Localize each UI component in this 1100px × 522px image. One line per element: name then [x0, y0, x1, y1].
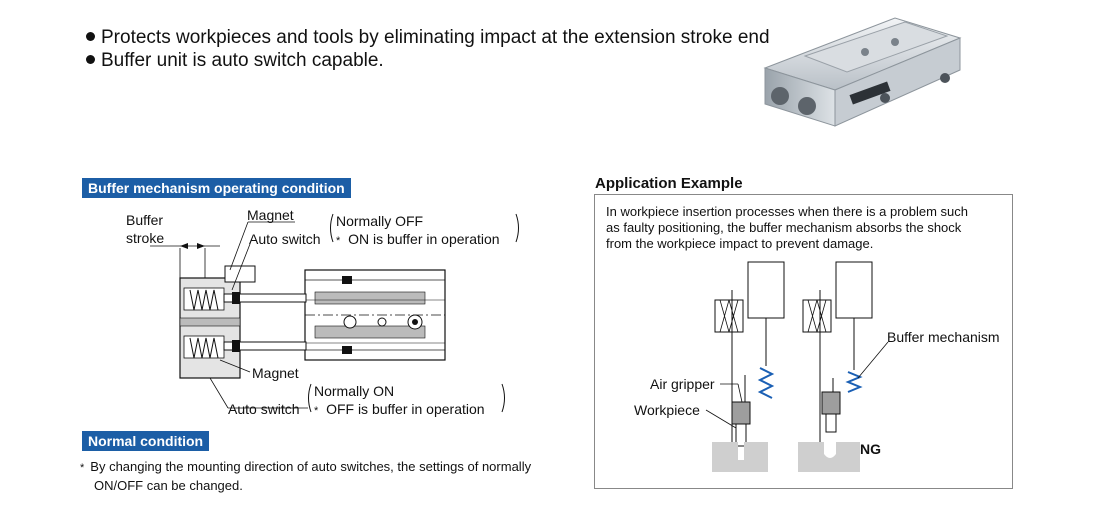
bullet-dot [86, 55, 95, 64]
workpiece-label: Workpiece [634, 402, 700, 418]
top-condition-line2: * ON is buffer in operation [336, 231, 500, 249]
ng-label: NG [860, 441, 881, 457]
application-text-line-1: In workpiece insertion processes when th… [606, 204, 969, 219]
magnet-label-bottom: Magnet [252, 365, 299, 381]
application-text-line-3: from the workpiece impact to prevent dam… [606, 236, 874, 251]
top-condition-text: ON is buffer in operation [348, 231, 500, 247]
bullet-dot [86, 32, 95, 41]
bottom-condition-text: OFF is buffer in operation [326, 401, 485, 417]
auto-switch-label-bottom: Auto switch [228, 401, 300, 417]
auto-switch-label-top: Auto switch [249, 231, 321, 247]
normal-condition-note: * By changing the mounting direction of a… [80, 458, 580, 494]
application-text-line-2: as faulty positioning, the buffer mechan… [606, 220, 962, 235]
buffer-stroke-label-1: Buffer [126, 212, 164, 228]
normal-section-title: Normal condition [82, 431, 210, 451]
buffer-mechanism-label: Buffer mechanism [887, 329, 1000, 345]
feature-text-1: Protects workpieces and tools by elimina… [101, 27, 770, 48]
asterisk-mark: * [314, 405, 319, 417]
buffer-stroke-label-2: stroke [126, 230, 165, 246]
asterisk-mark: * [336, 235, 341, 247]
feature-bullet-1: Protects workpieces and tools by elimina… [86, 26, 770, 50]
bottom-condition-line1: Normally ON [314, 383, 395, 399]
feature-bullet-2: Buffer unit is auto switch capable. [86, 49, 384, 73]
application-box [594, 194, 1013, 489]
application-description: In workpiece insertion processes when th… [606, 204, 1000, 252]
buffer-section-title: Buffer mechanism operating condition [82, 178, 351, 198]
product-slide-table-image [763, 17, 962, 127]
note-line-1: By changing the mounting direction of au… [90, 459, 532, 474]
application-diagram [705, 261, 889, 472]
note-asterisk: * [80, 462, 85, 474]
feature-text-2: Buffer unit is auto switch capable. [101, 50, 384, 71]
bottom-condition-line2: * OFF is buffer in operation [314, 401, 485, 419]
note-line-2: ON/OFF can be changed. [94, 478, 243, 493]
buffer-mechanism-diagram [150, 213, 519, 413]
air-gripper-label: Air gripper [650, 376, 715, 392]
top-condition-line1: Normally OFF [336, 213, 424, 229]
magnet-label-top: Magnet [247, 207, 294, 223]
application-title: Application Example [595, 175, 743, 192]
